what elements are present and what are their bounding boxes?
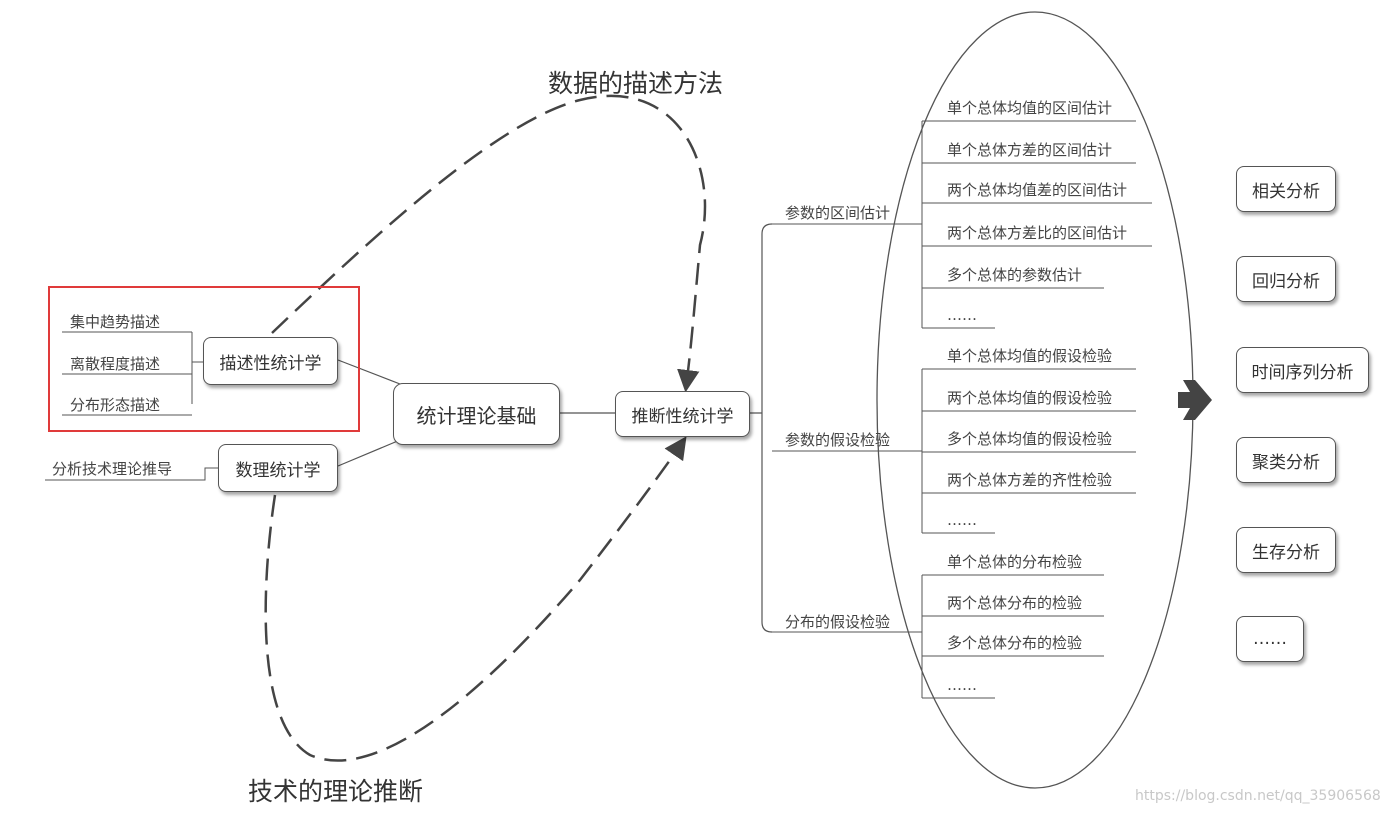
inference-method-item: 单个总体均值的区间估计 (947, 99, 1113, 117)
dashed-arrow-theoretical-inference (264, 436, 687, 762)
leaf-central-tendency: 集中趋势描述 (70, 313, 161, 331)
inference-method-item: …… (947, 511, 977, 529)
node-statistics-theory-foundation[interactable]: 统计理论基础 (393, 383, 560, 445)
inference-method-item: …… (947, 306, 977, 324)
method-box[interactable]: 相关分析 (1236, 166, 1336, 212)
caption-theoretical-inference: 技术的理论推断 (248, 777, 424, 806)
connector-mathematical-child (45, 467, 218, 481)
method-box[interactable]: 时间序列分析 (1236, 347, 1369, 393)
caption-description-methods: 数据的描述方法 (548, 69, 724, 98)
inference-method-item: 多个总体的参数估计 (947, 266, 1083, 284)
method-box[interactable]: 回归分析 (1236, 256, 1336, 302)
inference-method-item: 多个总体均值的假设检验 (947, 430, 1113, 448)
node-descriptive-statistics[interactable]: 描述性统计学 (203, 337, 338, 385)
group-label: 参数的假设检验 (785, 431, 891, 449)
group-label: 分布的假设检验 (785, 613, 891, 631)
group-label: 参数的区间估计 (785, 204, 891, 222)
watermark: https://blog.csdn.net/qq_35906568 (1135, 788, 1381, 804)
method-box[interactable]: 生存分析 (1236, 527, 1336, 573)
inference-method-item: …… (947, 676, 977, 694)
connector-inferential-groups (750, 223, 773, 633)
inference-method-item: 单个总体均值的假设检验 (947, 347, 1113, 365)
method-box[interactable]: 聚类分析 (1236, 437, 1336, 483)
connector-descriptive-center (337, 359, 401, 385)
node-mathematical-statistics[interactable]: 数理统计学 (218, 444, 338, 492)
method-box[interactable]: …… (1236, 616, 1304, 662)
right-arrow-icon (1178, 380, 1212, 420)
leaf-analysis-theory-derivation: 分析技术理论推导 (52, 460, 173, 478)
dashed-arrow-description-methods (271, 94, 707, 393)
inference-method-item: 多个总体分布的检验 (947, 634, 1083, 652)
inference-method-item: 单个总体方差的区间估计 (947, 141, 1113, 159)
inference-method-item: 两个总体均值差的区间估计 (947, 181, 1128, 199)
inference-method-item: 单个总体的分布检验 (947, 553, 1083, 571)
leaf-distribution-shape: 分布形态描述 (70, 396, 161, 414)
inference-method-item: 两个总体均值的假设检验 (947, 389, 1113, 407)
inference-group-lines (772, 120, 1152, 699)
inference-method-item: 两个总体分布的检验 (947, 594, 1083, 612)
leaf-dispersion: 离散程度描述 (70, 355, 161, 373)
connector-descriptive-children (62, 331, 203, 416)
highlight-box (48, 286, 360, 432)
inference-method-item: 两个总体方差的齐性检验 (947, 471, 1113, 489)
node-inferential-statistics[interactable]: 推断性统计学 (615, 391, 750, 437)
connector-mathematical-center (337, 439, 401, 467)
inference-method-item: 两个总体方差比的区间估计 (947, 224, 1128, 242)
